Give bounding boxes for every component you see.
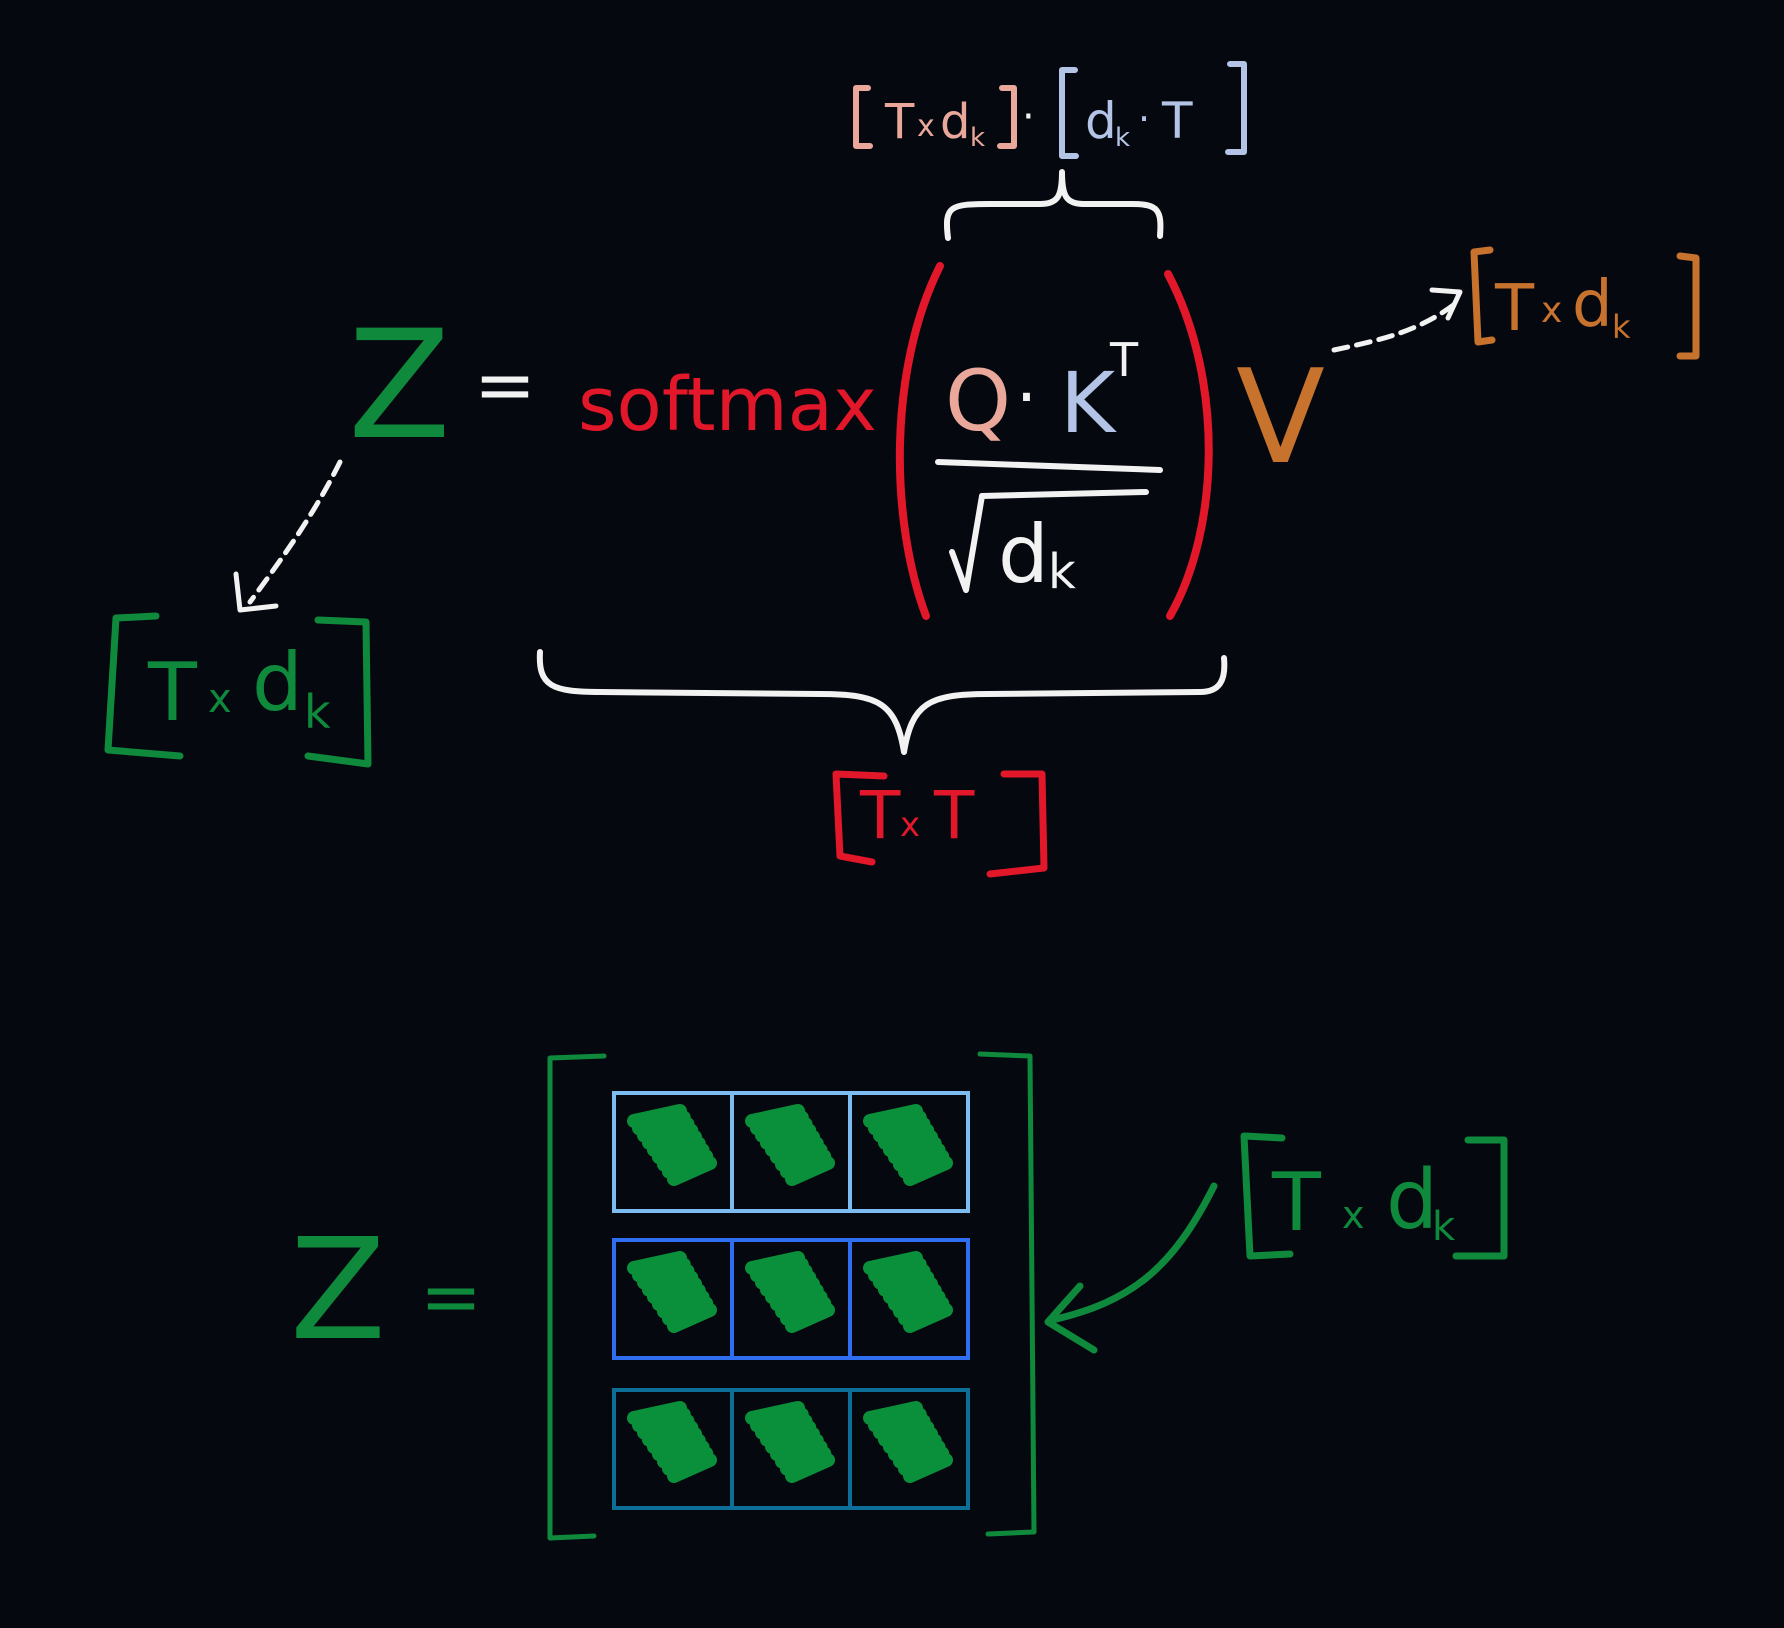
matrix-bracket-right (977, 1051, 1037, 1537)
v-shape-b: d (1572, 268, 1613, 342)
matrix-shape-op: x (1342, 1193, 1365, 1237)
softmax-brace (536, 649, 1228, 755)
matrix-arrow (1044, 1182, 1218, 1354)
matrix-row-1 (612, 1091, 970, 1213)
v-arrow (1331, 287, 1463, 353)
matrix-cell-scribble (863, 1401, 953, 1483)
numerator-q: Q (945, 352, 1011, 450)
qk-shape-right: d k · T (1059, 61, 1247, 159)
matrix-equation: Z = (290, 1051, 1037, 1541)
softmax-label: softmax (578, 362, 877, 448)
softmax-shape: T x T (832, 770, 1048, 878)
z-shape-op: x (208, 676, 232, 722)
qk-right-a: T (1161, 92, 1193, 150)
matrix-cell-scribble (627, 1251, 717, 1333)
matrix-cell-scribble (745, 1251, 835, 1333)
attention-equation: Z = softmax Q · K T d k V (348, 262, 1325, 620)
equation-equals: = (474, 342, 536, 428)
matrix-cell-scribble (745, 1104, 835, 1186)
v-shape-op: x (1541, 290, 1562, 331)
softmax-paren-right (1164, 270, 1213, 620)
matrix-row-3 (612, 1388, 970, 1510)
numerator-dot: · (1016, 359, 1037, 436)
matrix-cell-scribble (863, 1251, 953, 1333)
denominator-d: d (998, 508, 1049, 601)
numerator-k: K (1060, 354, 1117, 452)
qk-shape-annotation: T x d k · d k · T (853, 61, 1247, 241)
matrix-shape-sub: k (1432, 1204, 1456, 1250)
equation-lhs-z: Z (348, 299, 451, 473)
equation-v: V (1236, 341, 1325, 493)
matrix-shape-a: T (1271, 1156, 1322, 1249)
qk-left-b: d (940, 94, 970, 150)
z-arrow (233, 459, 343, 613)
softmax-shape-b: T (933, 777, 975, 854)
softmax-shape-op: x (900, 805, 920, 845)
matrix-bracket-left (547, 1053, 607, 1541)
v-shape-sub: k (1612, 308, 1631, 346)
matrix-cell-scribble (863, 1104, 953, 1186)
softmax-shape-a: T (859, 777, 901, 854)
qk-dot: · (1022, 94, 1035, 140)
qk-brace (944, 169, 1164, 241)
z-shape-a: T (147, 646, 198, 739)
matrix-cells (612, 1091, 970, 1510)
qk-right-op: · (1138, 97, 1150, 141)
matrix-row-2 (612, 1238, 970, 1360)
v-shape: T x d k (1470, 246, 1700, 360)
matrix-cell-scribble (745, 1401, 835, 1483)
matrix-cell-scribble (627, 1104, 717, 1186)
z-shape-sub: k (304, 685, 331, 739)
sqrt-sign (949, 489, 1149, 593)
qk-right-b: d (1085, 92, 1117, 150)
fraction-bar (935, 459, 1163, 473)
denominator-sub-k: k (1048, 544, 1076, 600)
qk-left-op: x (917, 109, 935, 144)
matrix-equals: = (420, 1254, 482, 1340)
qk-left-a: T (884, 94, 915, 150)
z-shape: T x d k (104, 612, 372, 768)
matrix-lhs-z: Z (290, 1209, 386, 1372)
qk-right-sub: k (1115, 123, 1130, 153)
transpose-t: T (1109, 333, 1139, 387)
qk-shape-left: T x d k (853, 85, 1017, 153)
matrix-shape: T x d k (1240, 1132, 1508, 1260)
qk-left-sub: k (970, 123, 985, 153)
softmax-paren-left (895, 262, 944, 620)
z-shape-b: d (252, 636, 303, 729)
matrix-shape-b: d (1386, 1153, 1438, 1248)
matrix-cell-scribble (627, 1401, 717, 1483)
v-shape-a: T (1494, 272, 1535, 346)
